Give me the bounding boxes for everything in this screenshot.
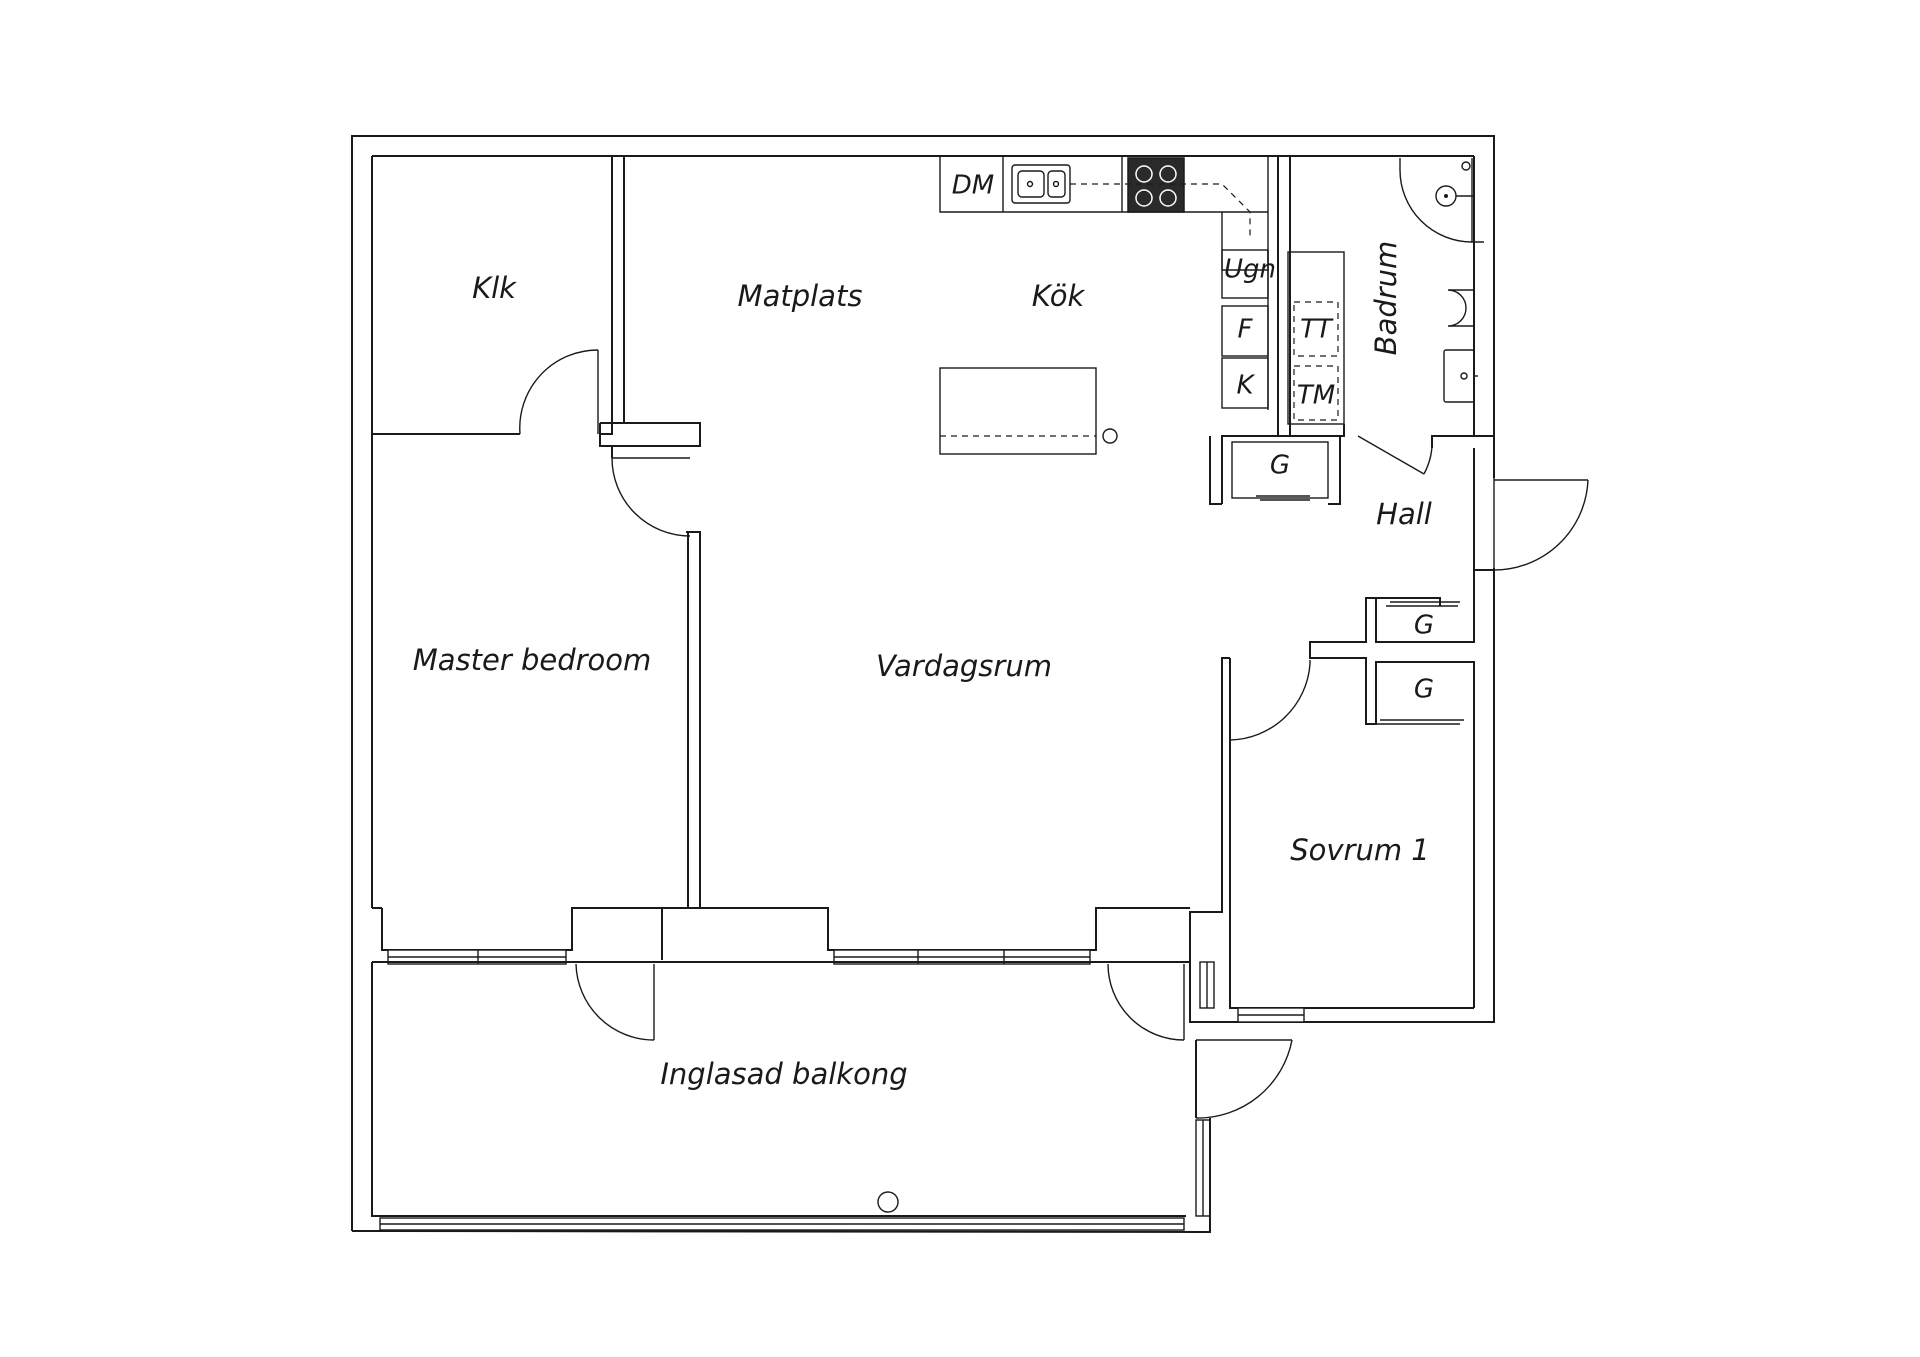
label-dm: DM xyxy=(952,171,994,201)
living-south xyxy=(381,907,1191,965)
label-tm: TM xyxy=(1297,381,1335,411)
label-inglasad-balkong: Inglasad balkong xyxy=(660,1057,907,1091)
label-g-hall: G xyxy=(1270,451,1290,481)
toilet-icon xyxy=(1447,289,1474,327)
hall-closet xyxy=(1222,435,1341,505)
closets-right xyxy=(1309,570,1475,1008)
room-labels: Klk Matplats Kök DM Ugn F K TT TM Badrum… xyxy=(413,171,1434,1092)
master-bedroom-walls xyxy=(372,422,701,909)
entry-door xyxy=(1474,478,1589,571)
shower-icon xyxy=(1399,158,1484,243)
label-f: F xyxy=(1238,315,1254,345)
label-master-bedroom: Master bedroom xyxy=(413,643,652,677)
label-tt: TT xyxy=(1300,315,1334,345)
label-hall: Hall xyxy=(1376,497,1432,531)
balcony xyxy=(371,961,1293,1233)
sovrum-door xyxy=(1229,663,1311,741)
kitchen-island xyxy=(939,367,1118,455)
bathroom-door xyxy=(1357,435,1425,475)
label-kok: Kök xyxy=(1032,279,1086,313)
outer-walls xyxy=(351,135,1495,1233)
sink-icon xyxy=(1011,164,1071,204)
label-matplats: Matplats xyxy=(738,279,863,313)
laundry-units xyxy=(1287,251,1345,425)
label-ugn: Ugn xyxy=(1224,255,1276,285)
washbasin-icon xyxy=(1443,349,1478,403)
label-k: K xyxy=(1236,371,1255,401)
label-badrum: Badrum xyxy=(1369,241,1403,356)
bathroom xyxy=(1209,156,1494,570)
kitchen xyxy=(939,156,1269,455)
sovrum-walls xyxy=(1189,657,1474,1023)
label-sovrum-1: Sovrum 1 xyxy=(1290,833,1430,867)
label-klk: Klk xyxy=(472,271,517,305)
klk-room xyxy=(371,156,625,908)
stove-icon xyxy=(1127,157,1185,213)
label-g-upper: G xyxy=(1414,611,1434,641)
label-g-lower: G xyxy=(1414,675,1434,705)
label-vardagsrum: Vardagsrum xyxy=(876,649,1052,683)
